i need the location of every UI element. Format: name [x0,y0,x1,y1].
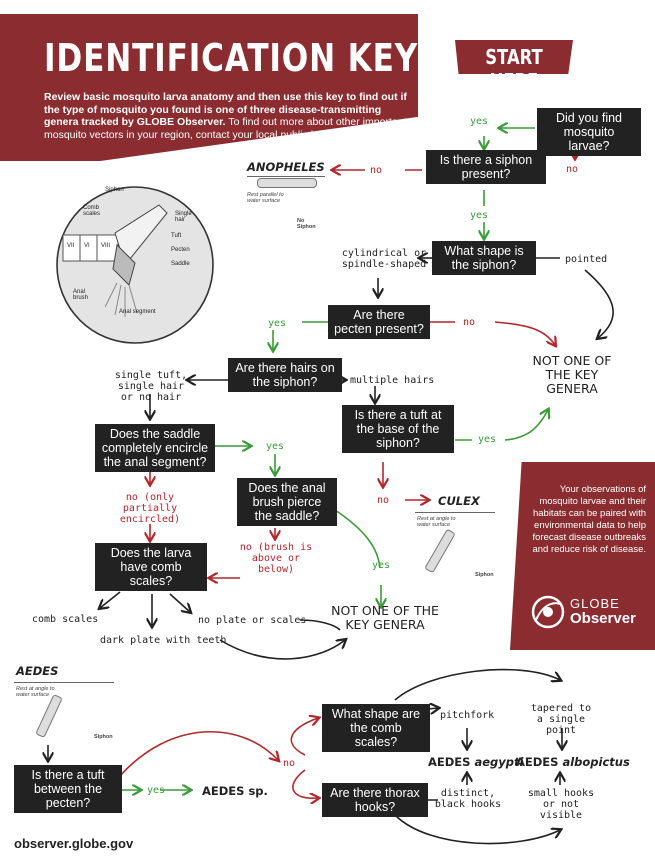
result-aedes-aegypti: AEDES aegypti [428,755,523,769]
label-saddle: Saddle [171,261,190,267]
start-here-label: START HERE [485,45,543,93]
answer-brush: no (brush is above or below) [239,542,313,575]
anopheles-label: ANOPHELES [247,160,325,174]
answer-single-tuft: single tuft, single hair or no hair [114,370,188,403]
label-seg-viii: VIII [101,243,111,249]
footer-url[interactable]: observer.globe.gov [14,836,134,851]
globe-icon [531,595,565,629]
q-saddle-encircle: Does the saddle completely encircle the … [95,424,215,472]
aedes-rest-label: Rest at angle to water surface [16,686,55,698]
result-aedes-albopictus: AEDES albopictus [516,755,630,769]
answer-pitchfork: pitchfork [440,710,495,721]
observer-panel: Your observations of mosquito larvae and… [510,462,655,650]
q-comb-scales: Does the larva have comb scales? [95,543,207,591]
aedes-figure: Rest at angle to water surface Siphon [14,680,124,742]
answer-yes-larvae: yes [470,116,489,127]
albopictus-species: albopictus [562,755,630,769]
anopheles-no-siphon-label: No Siphon [297,218,316,230]
label-single-hair: Single hair [175,211,192,223]
answer-multiple-hairs: multiple hairs [350,375,435,386]
intro-bold: Review basic mosquito larva anatomy and … [44,91,407,128]
q-hairs-on-siphon: Are there hairs on the siphon? [228,358,342,392]
answer-no-siphon: no [370,165,383,176]
label-tuft: Tuft [171,233,182,239]
aedes-siphon-label: Siphon [94,734,113,740]
result-not-one-1: NOT ONE OF THE KEY GENERA [532,353,612,396]
answer-no-plate: no plate or scales [198,615,307,626]
label-pecten: Pecten [171,247,190,253]
label-anal-brush: Anal brush [73,289,89,301]
label-seg-vii: VII [67,243,75,249]
anopheles-figure: Rest parallel to water surface No Siphon [247,174,327,230]
answer-yes-pecten-tuft: yes [147,785,166,796]
answer-distinct-hooks: distinct, black hooks [434,788,502,810]
culex-figure: Rest at angle to water surface Siphon [415,510,500,580]
answer-yes-pecten: yes [268,318,287,329]
anatomy-drawing [56,186,214,344]
culex-siphon-label: Siphon [475,572,494,578]
answer-small-hooks: small hooks or not visible [527,788,595,821]
answer-yes-saddle: yes [266,441,285,452]
page-title: IDENTIFICATION KEY [44,36,419,80]
logo-observer-text: Observer [570,610,636,627]
q-tuft-between-pecten: Is there a tuft between the pecten? [14,765,122,813]
answer-pointed: pointed [565,254,608,265]
culex-water-line [415,512,495,513]
albopictus-genus: AEDES [516,755,559,769]
q-found-larvae: Did you find mosquito larvae? [537,108,641,156]
q-siphon-shape: What shape is the siphon? [432,241,536,275]
result-not-one-2: NOT ONE OF THE KEY GENERA [331,603,439,632]
aedes-larva [35,693,63,739]
answer-tapered: tapered to a single point [530,703,592,736]
q-comb-scale-shape: What shape are the comb scales? [322,704,430,752]
q-siphon-present: Is there a siphon present? [426,150,546,184]
result-aedes-sp: AEDES sp. [202,784,268,798]
label-anal-segment: Anal segment [119,309,156,315]
culex-larva [424,528,456,574]
answer-no-tuft: no [377,495,390,506]
answer-yes-siphon: yes [470,210,489,221]
aedes-label: AEDES [16,664,59,678]
observer-text: Your observations of mosquito larvae and… [532,484,646,555]
q-tuft-base-siphon: Is there a tuft at the base of the sipho… [342,405,454,453]
globe-logo: GLOBE Observer [530,594,650,634]
q-anal-brush: Does the anal brush pierce the saddle? [237,478,337,526]
anopheles-larva [257,178,317,188]
answer-dark-plate: dark plate with teeth [100,635,227,646]
logo-globe-text: GLOBE [570,596,620,611]
q-thorax-hooks: Are there thorax hooks? [322,783,428,817]
label-siphon: Siphon [105,187,124,193]
answer-cylindrical: cylindrical or spindle-shaped [341,248,427,270]
start-here-banner: START HERE [455,40,573,74]
answer-no-pecten-tuft: no [283,758,296,769]
culex-label: CULEX [438,494,480,508]
culex-rest-label: Rest at angle to water surface [417,516,456,528]
label-comb-scales: Comb scales [83,205,101,217]
answer-no-pecten: no [463,317,476,328]
aegypti-species: aegypti [474,755,524,769]
answer-yes-brush: yes [372,560,391,571]
anopheles-rest-label: Rest parallel to water surface [247,192,284,204]
aegypti-genus: AEDES [428,755,471,769]
aedes-water-line [14,682,114,683]
answer-no-larvae: no [566,164,579,175]
water-line [247,176,325,177]
q-pecten-present: Are there pecten present? [328,305,430,339]
larva-anatomy-figure: Siphon Comb scales Single hair Tuft Pect… [55,185,215,345]
answer-partial: no (only partially encircled) [119,492,181,525]
answer-comb-scales: comb scales [32,614,99,625]
answer-yes-tuft: yes [478,434,497,445]
label-seg-vi: VI [84,243,90,249]
